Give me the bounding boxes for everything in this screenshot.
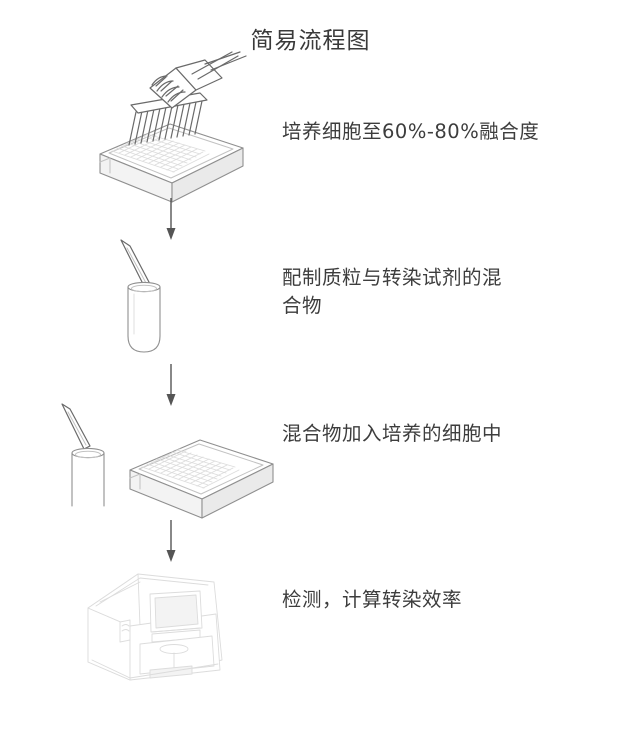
flow-step-1: 培养细胞至60%-80%融合度 [0, 51, 621, 203]
benchtop-plate-reader-instrument-icon [0, 566, 270, 691]
multichannel-pipette-over-96-well-plate-icon [0, 51, 260, 203]
pipette-tip-over-test-tube-icon [0, 238, 260, 360]
flow-step-1-label: 培养细胞至60%-80%融合度 [282, 120, 540, 143]
flow-step-4: 检测，计算转染效率 [0, 566, 621, 691]
flow-arrow-2 [158, 362, 184, 408]
flow-step-3-label: 混合物加入培养的细胞中 [282, 422, 503, 445]
page-title: 简易流程图 [250, 28, 371, 54]
flow-step-3: 混合物加入培养的细胞中 [0, 403, 621, 519]
flow-step-4-label: 检测，计算转染效率 [282, 588, 463, 611]
flow-step-2: 配制质粒与转染试剂的混 合物 [0, 238, 621, 360]
flow-step-2-label: 配制质粒与转染试剂的混 合物 [282, 266, 503, 317]
test-tube-and-96-well-plate-icon [0, 403, 274, 519]
flow-arrow-3 [158, 518, 184, 564]
flow-arrow-1 [158, 196, 184, 242]
